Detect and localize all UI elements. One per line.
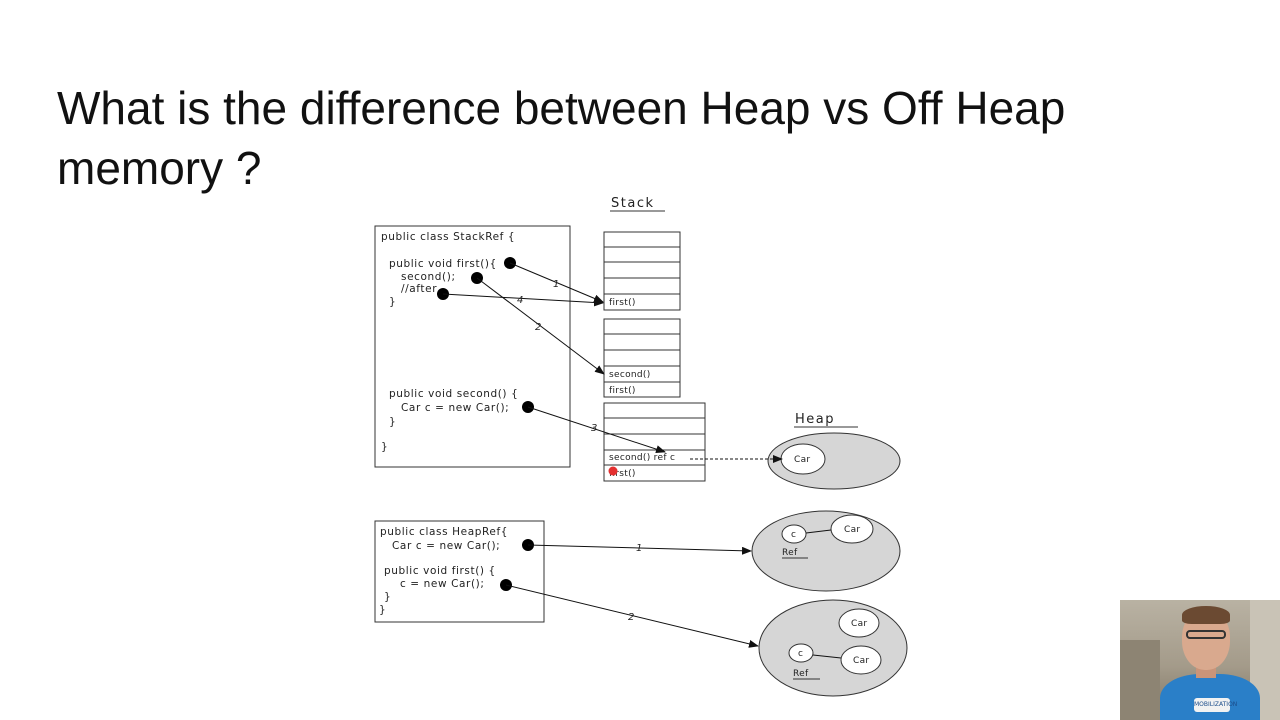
- slide-title: What is the difference between Heap vs O…: [57, 78, 1237, 198]
- code-line: }: [389, 296, 396, 308]
- arrow-number: 3: [591, 423, 597, 434]
- code-line: public void first() {: [384, 565, 496, 577]
- cursor-dot: [608, 466, 618, 476]
- webcam-background-shelf: [1120, 640, 1160, 720]
- stack-frame-label: first(): [609, 386, 636, 396]
- code-line: public void second() {: [389, 388, 518, 400]
- shirt-print: MOBILIZATION: [1194, 698, 1237, 712]
- heap-region-2: [758, 599, 908, 697]
- stack-frame-group-1: [603, 231, 681, 311]
- stackref-code-box: [374, 225, 571, 468]
- code-line: public class StackRef {: [381, 231, 515, 243]
- code-line: c = new Car();: [400, 578, 485, 590]
- slide-title-line-1: What is the difference between Heap vs O…: [57, 82, 1066, 134]
- arrow-4: [442, 293, 604, 307]
- heap2-car-label-bottom: Car: [853, 656, 869, 666]
- webcam-overlay: MOBILIZATION: [1120, 600, 1280, 720]
- code-line: }: [389, 416, 396, 428]
- code-line: public class HeapRef{: [380, 526, 508, 538]
- arrow-1: [509, 262, 604, 303]
- heapref-code-box: [374, 520, 545, 623]
- code-line: }: [381, 441, 388, 453]
- arrow-number: 2: [535, 322, 541, 333]
- code-line: //after: [401, 283, 437, 295]
- heap2-c-label: c: [798, 649, 803, 659]
- heap2-ref-link: [812, 654, 842, 659]
- code-line: Car c = new Car();: [392, 540, 500, 552]
- heap2-ref-c: [788, 643, 814, 663]
- heap1-car-object: [830, 514, 874, 544]
- stack-frame-group-2: [603, 318, 681, 398]
- heap1-ref-link: [805, 529, 832, 534]
- heapref-arrow-2: [505, 584, 759, 648]
- code-line: }: [379, 604, 386, 616]
- code-line: }: [384, 591, 391, 603]
- arrow-number: 1: [553, 279, 559, 290]
- arrow-2: [476, 277, 605, 375]
- heap2-car-label-top: Car: [851, 619, 867, 629]
- stack-frame-label: second() ref c: [609, 453, 675, 463]
- heap1-car-label: Car: [844, 525, 860, 535]
- arrow-number: 1: [636, 543, 642, 554]
- code-line: second();: [401, 271, 456, 283]
- stack-frame-group-3: [603, 402, 706, 482]
- code-line: Car c = new Car();: [401, 402, 509, 414]
- heap2-ref-label: Ref: [793, 669, 809, 679]
- slide-title-line-2: memory ?: [57, 142, 262, 194]
- presenter-hair: [1182, 606, 1230, 624]
- presenter-shirt: [1160, 674, 1260, 720]
- arrow-number: 2: [628, 612, 634, 623]
- heapref-arrow-1: [527, 544, 752, 555]
- stack-frame-label: second(): [609, 370, 651, 380]
- presenter-glasses: [1186, 630, 1226, 639]
- stack-label: Stack: [611, 196, 655, 211]
- code-line: public void first(){: [389, 258, 497, 270]
- arrow-3: [527, 406, 666, 453]
- heap1-ref-label: Ref: [782, 548, 798, 558]
- heap2-car-object-bottom: [840, 645, 882, 675]
- heap1-c-label: c: [791, 530, 796, 540]
- heap2-car-object-top: [838, 608, 880, 638]
- heap1-ref-c: [781, 524, 807, 544]
- stack-frame-label: first(): [609, 469, 636, 479]
- arrow-number: 4: [517, 295, 523, 306]
- heap-car-label: Car: [794, 455, 810, 465]
- heap-label: Heap: [795, 412, 835, 427]
- heap-region-1: [751, 510, 901, 592]
- stack-frame-label: first(): [609, 298, 636, 308]
